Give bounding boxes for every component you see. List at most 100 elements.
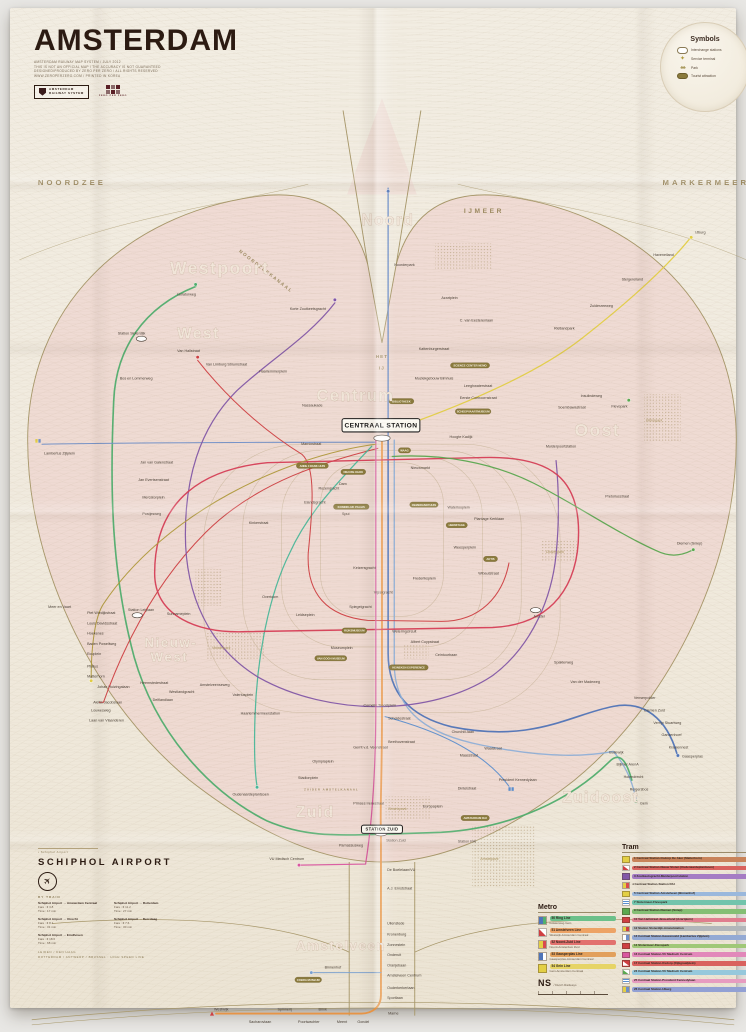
station-label: Frederiksplein: [413, 576, 436, 580]
station-label: Amstel: [534, 614, 545, 618]
station-label: Station RAI: [458, 840, 477, 844]
station-box-label: STATION ZUID: [366, 827, 399, 832]
station-label: Cornelis Troostplein: [364, 703, 396, 707]
station-box-label: CENTRAAL STATION: [344, 423, 417, 430]
service-terminal-icon: ✦: [679, 56, 686, 62]
poster-subtitle: AMSTERDAM RAILWAY MAP SYSTEM / JULY 2012…: [34, 60, 334, 79]
tram-line-swatch: [622, 951, 630, 959]
fare-route: Schiphol Airport → Eindhoven: [38, 933, 83, 938]
interchange-oval: [131, 612, 143, 619]
station-label: Isolatorweg: [177, 293, 196, 297]
tourist-attraction-pill: [296, 462, 329, 469]
region-label: Nieuw-: [144, 635, 197, 650]
station-label: Spinnerij: [278, 1007, 292, 1011]
station-label: Leeghwaterstraat: [464, 384, 492, 388]
station-label: Vijzelgracht: [374, 591, 393, 595]
tram-legend-row: 24 Centraal Station-VU Medisch Centrum: [622, 968, 746, 976]
tram-line-swatch: [622, 890, 630, 898]
tram-line-label: 10 Van Hallstraat-Java-eiland (Azartplei…: [632, 917, 746, 923]
metro-line-route: Gein-Amsterdam Centraal: [549, 969, 584, 974]
station-label: Stadionplein: [298, 776, 318, 780]
station-label: Parnassusweg: [339, 844, 363, 848]
symbols-item-label: Interchange stations: [691, 48, 722, 53]
fare-time: Time : 31 min: [38, 925, 57, 930]
park-area: [385, 796, 431, 820]
shield-icon: [39, 87, 46, 96]
station-label: Valeriusplein: [232, 693, 253, 697]
metro-line-swatch: [538, 939, 547, 949]
tourist-attraction-pill: [445, 522, 468, 528]
fare-price: Fare : € 18.6: [38, 937, 56, 942]
by-train-label: BY TRAIN: [38, 895, 61, 899]
tram-legend-row: 4 Centraal Station-Station RAI: [622, 882, 746, 889]
station-label: Onderuit: [387, 953, 401, 957]
station-label: Jan Evertsenstraat: [138, 478, 169, 482]
station-label: Kattenburgerstraat: [419, 347, 449, 351]
schiphol-airport-box: • Schiphol Airport SCHIPHOL AIRPORT ✈ BY…: [38, 848, 190, 960]
terminus-dot: [626, 398, 631, 403]
tram-line-swatch: [622, 968, 630, 976]
water-label: MARKERMEER: [663, 178, 746, 187]
tram-legend-title: Tram: [622, 844, 746, 853]
station-label: Insulindeweg: [581, 394, 602, 398]
station-label: Binnenhof: [325, 966, 343, 970]
station-label: Gein: [640, 802, 648, 806]
water-label: IJ: [379, 365, 385, 370]
station-label: Noorderpark: [394, 263, 415, 267]
scale-bar: [538, 991, 608, 996]
park-area: [435, 243, 493, 271]
tram-line-label: 25 Centraal Station-President Kennedylaa…: [632, 978, 746, 984]
station-label: Lambertus Zijlplein: [44, 451, 75, 455]
region-label: Centrum: [316, 387, 394, 405]
station-label: Station Sloterdijk: [118, 332, 146, 336]
terminus-dot: [689, 235, 694, 240]
station-label: Kronenburg: [387, 933, 406, 937]
tram-legend-row: 25 Centraal Station-President Kennedylaa…: [622, 977, 746, 985]
station-label: Azartplein: [441, 296, 457, 300]
station-label: Westwijk: [214, 1007, 229, 1011]
station-label: Beethovenstraat: [388, 740, 415, 744]
station-label: A.J. Ernststraat: [387, 887, 412, 891]
tourist-attraction-label: ARTIS: [486, 557, 494, 561]
tram-legend-row: 2 Centraal Station-Nieuw Sloten (Oudenaa…: [622, 864, 746, 872]
symbols-item: ✦ Service terminal: [677, 56, 746, 62]
studio-logo: ZERO PER ZERO: [99, 84, 127, 97]
metro-line-name: 52 Noord-Zuid Line: [549, 939, 616, 945]
station-label: President Kennedylaan: [499, 778, 537, 782]
station-label: Venserpolder: [634, 696, 656, 700]
metro-line-swatch: [538, 927, 547, 937]
schiphol-footer-line: ROTTERDAM / ANTWERP / BRUSSEL : HIGH SPE…: [38, 954, 145, 959]
terminus-dot: [255, 785, 259, 790]
station-label: Marnixstraat: [301, 442, 321, 446]
tram-legend-row: 12 Station Sloterdijk-Amstelstation: [622, 925, 746, 932]
terminus-dot: [193, 282, 198, 287]
region-labels: NoordWestpoortWestCentrumOostNieuw-WestZ…: [144, 212, 638, 953]
metro-line-route: Gaasperplas-Amsterdam Centraal: [549, 957, 594, 962]
terminus-dot: [195, 355, 200, 360]
tram-legend-row: 7 Slotermeer-Flevopark: [622, 899, 746, 906]
tourist-attraction-pill: [483, 556, 498, 562]
station-label: Oranjebaan: [387, 963, 406, 967]
tram-1: [90, 443, 377, 679]
metro-line-name: 50 Ring Line: [549, 916, 616, 921]
station-label: Albert Cuypstraat: [411, 640, 439, 644]
station-label: Amstelveenseweg: [200, 683, 230, 687]
station-label: Zonnestein: [387, 943, 405, 947]
symbols-item-label: Service terminal: [691, 57, 716, 61]
metro-line-name: 53 Gaasperplas Line: [549, 951, 616, 957]
terminus-dot: [675, 753, 680, 758]
park-label: Vondelpark: [212, 646, 231, 650]
station-label: De Boelelaan/VU: [387, 868, 416, 872]
terminus-dot: [691, 547, 696, 552]
tourist-attraction-label: AMSTERDAM RAI: [463, 816, 487, 820]
station-label: Steigereiland: [622, 277, 643, 281]
symbols-title: Symbols: [690, 36, 720, 43]
parks: [195, 243, 681, 887]
terminus-dot: [309, 970, 314, 975]
